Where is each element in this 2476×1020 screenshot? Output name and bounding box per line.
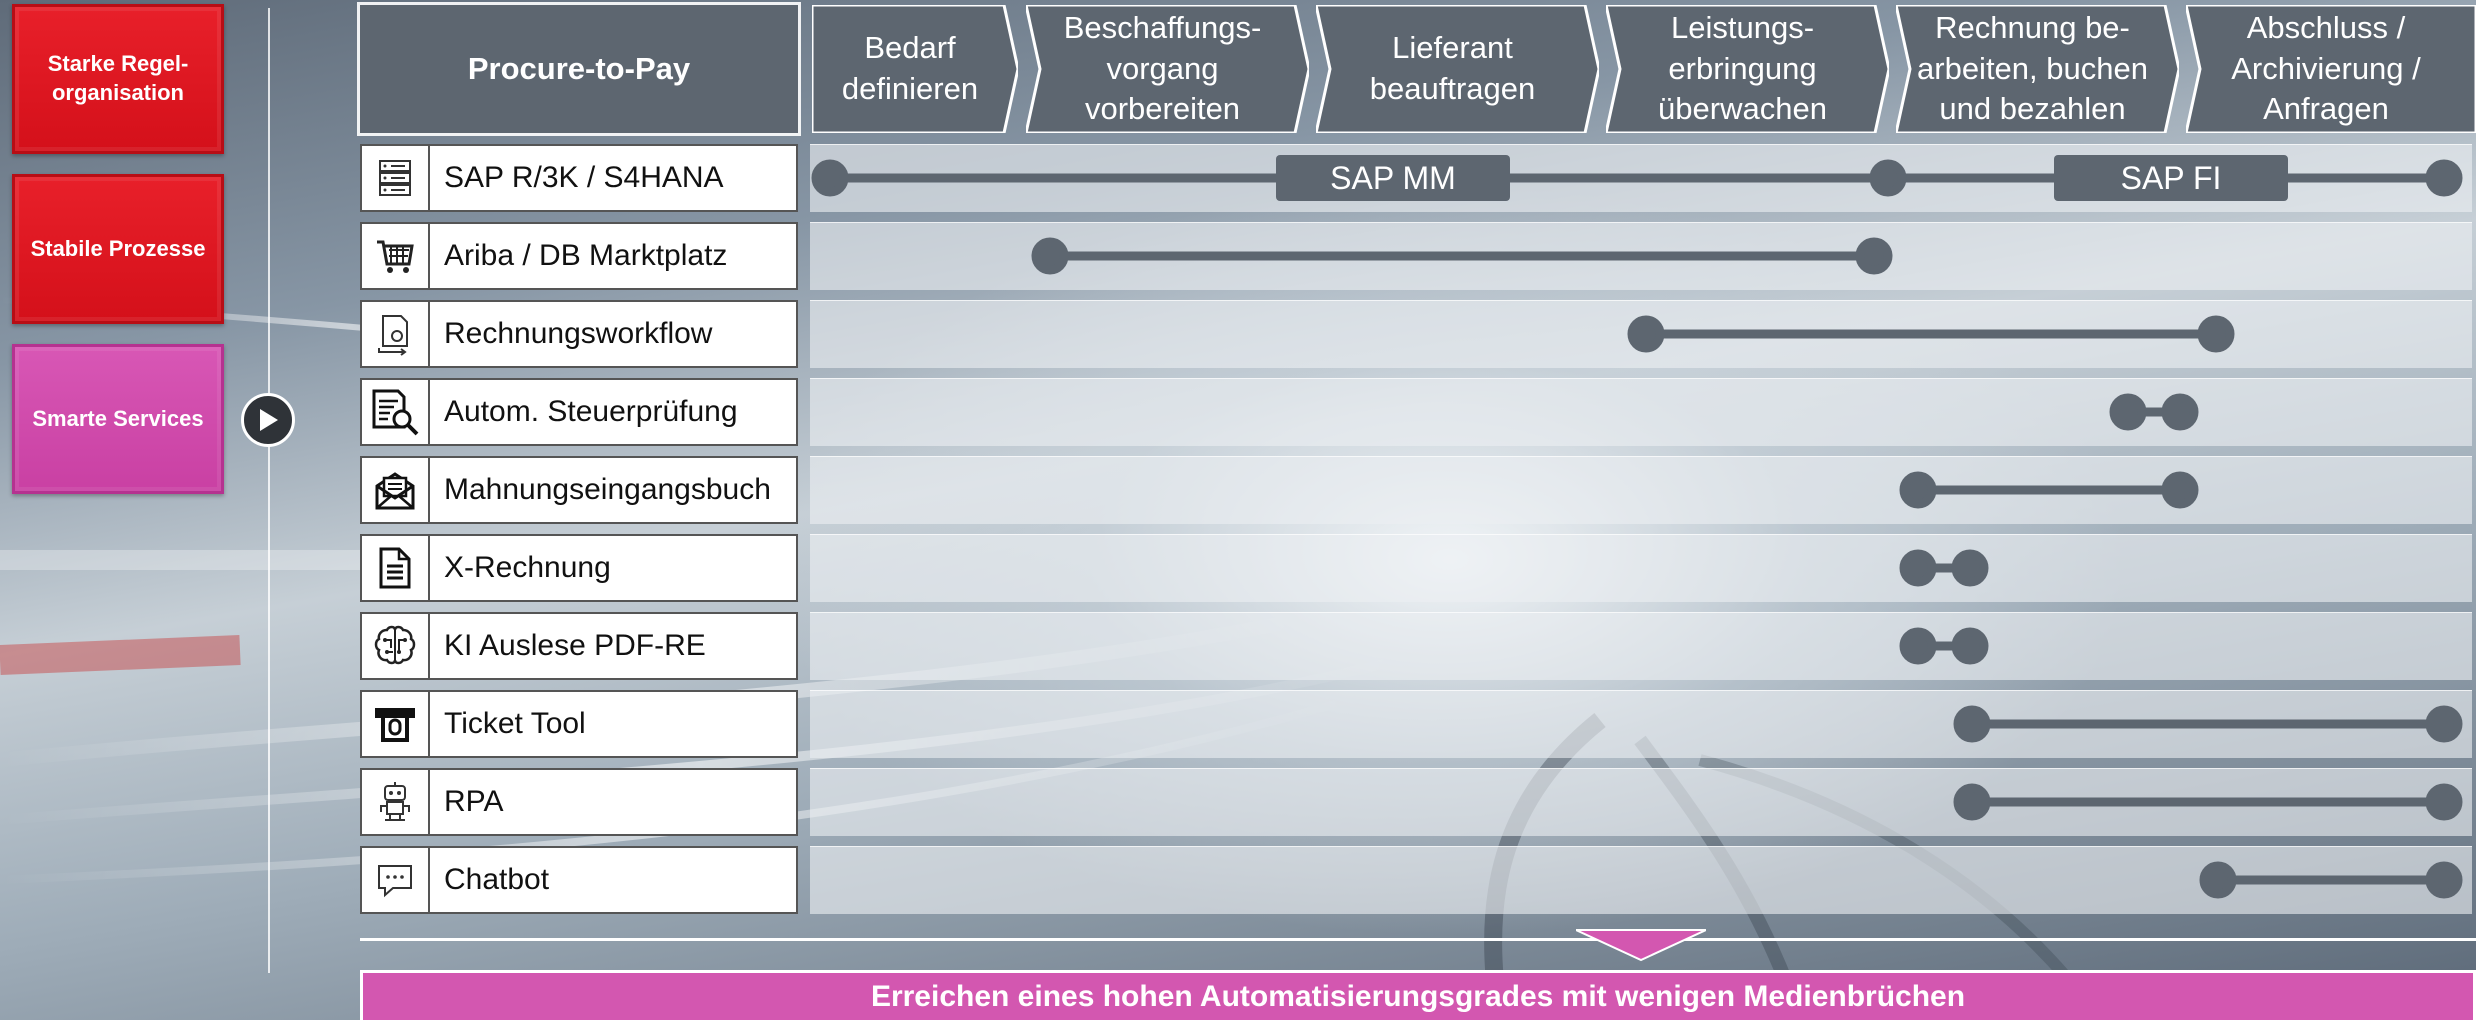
document-workflow-icon <box>362 302 430 366</box>
phase-lieferant: Lieferant beauftragen <box>1316 5 1599 133</box>
summary-banner-text: Erreichen eines hohen Automatisierungsgr… <box>870 979 1966 1013</box>
row-label-text: KI Auslese PDF-RE <box>444 629 706 662</box>
phase-chevron <box>1896 5 2179 133</box>
phase-label: Bedarf definieren <box>841 30 979 106</box>
row-steuerpruefung: Autom. Steuerprüfung <box>360 378 798 446</box>
cart-icon <box>362 224 430 288</box>
row-label-text: Autom. Steuerprüfung <box>444 395 738 428</box>
row-rpa: RPA <box>360 768 798 836</box>
side-box-regelorganisation: Starke Regel- organisation <box>12 4 224 154</box>
row-chatbot: Chatbot <box>360 846 798 914</box>
row-ariba: Ariba / DB Marktplatz <box>360 222 798 290</box>
row-label-text: Ticket Tool <box>444 707 586 740</box>
phase-chevron <box>2186 5 2476 133</box>
down-arrow-icon <box>1576 929 1706 962</box>
row-band <box>810 846 2472 914</box>
row-band <box>810 300 2472 368</box>
row-band <box>810 690 2472 758</box>
brain-icon <box>362 614 430 678</box>
play-button[interactable] <box>241 393 295 447</box>
row-rechnungsworkflow: Rechnungsworkflow <box>360 300 798 368</box>
phase-label: Rechnung be- arbeiten, buchen und bezahl… <box>1917 9 2148 127</box>
row-band <box>810 534 2472 602</box>
side-box-label: Starke Regel- organisation <box>47 51 189 105</box>
row-ki-auslese: KI Auslese PDF-RE <box>360 612 798 680</box>
row-band <box>810 144 2472 212</box>
row-label-text: Rechnungsworkflow <box>444 317 713 350</box>
row-label-text: Ariba / DB Marktplatz <box>444 239 728 272</box>
phase-abschluss: Abschluss / Archivierung / Anfragen <box>2186 5 2476 133</box>
side-box-smarte-services[interactable]: Smarte Services <box>12 344 224 494</box>
document-search-icon <box>362 380 430 444</box>
row-band <box>810 222 2472 290</box>
header-title-text: Procure-to-Pay <box>467 51 691 86</box>
phase-leistungserbringung: Leistungs- erbringung überwachen <box>1606 5 1889 133</box>
row-label-text: Chatbot <box>444 863 550 896</box>
chat-icon <box>362 848 430 912</box>
row-band <box>810 612 2472 680</box>
phase-rechnung: Rechnung be- arbeiten, buchen und bezahl… <box>1896 5 2179 133</box>
phase-label: Leistungs- erbringung überwachen <box>1658 9 1827 127</box>
phase-bedarf: Bedarf definieren <box>812 5 1018 133</box>
robot-icon <box>362 770 430 834</box>
side-box-stabile-prozesse: Stabile Prozesse <box>12 174 224 324</box>
row-xrechnung: X-Rechnung <box>360 534 798 602</box>
side-box-label: Smarte Services <box>32 405 204 431</box>
phase-label: Beschaffungs- vorgang vorbereiten <box>1063 9 1262 127</box>
play-icon <box>260 409 278 431</box>
row-label-text: RPA <box>444 785 504 818</box>
ticket-icon <box>362 692 430 756</box>
document-icon <box>362 536 430 600</box>
phase-chevron <box>812 5 1018 133</box>
side-box-label: Stabile Prozesse <box>30 235 206 261</box>
vertical-divider <box>268 8 270 973</box>
row-label-text: SAP R/3K / S4HANA <box>444 161 724 194</box>
phase-label: Lieferant beauftragen <box>1369 30 1536 106</box>
phase-chevron <box>1606 5 1889 133</box>
row-band <box>810 768 2472 836</box>
row-band <box>810 456 2472 524</box>
row-sap: SAP R/3K / S4HANA <box>360 144 798 212</box>
summary-banner: Erreichen eines hohen Automatisierungsgr… <box>360 970 2476 1020</box>
row-mahnungseingangsbuch: Mahnungseingangsbuch <box>360 456 798 524</box>
phase-beschaffungsvorgang: Beschaffungs- vorgang vorbereiten <box>1026 5 1309 133</box>
server-icon <box>362 146 430 210</box>
row-band <box>810 378 2472 446</box>
row-label-text: X-Rechnung <box>444 551 611 584</box>
phase-chevron <box>1026 5 1309 133</box>
header-title: Procure-to-Pay <box>360 5 798 133</box>
row-ticket-tool: Ticket Tool <box>360 690 798 758</box>
phase-label: Abschluss / Archivierung / Anfragen <box>2231 9 2421 127</box>
row-label-text: Mahnungseingangsbuch <box>444 473 771 506</box>
phase-chevron <box>1316 5 1599 133</box>
envelope-icon <box>362 458 430 522</box>
separator-line <box>360 938 2476 941</box>
